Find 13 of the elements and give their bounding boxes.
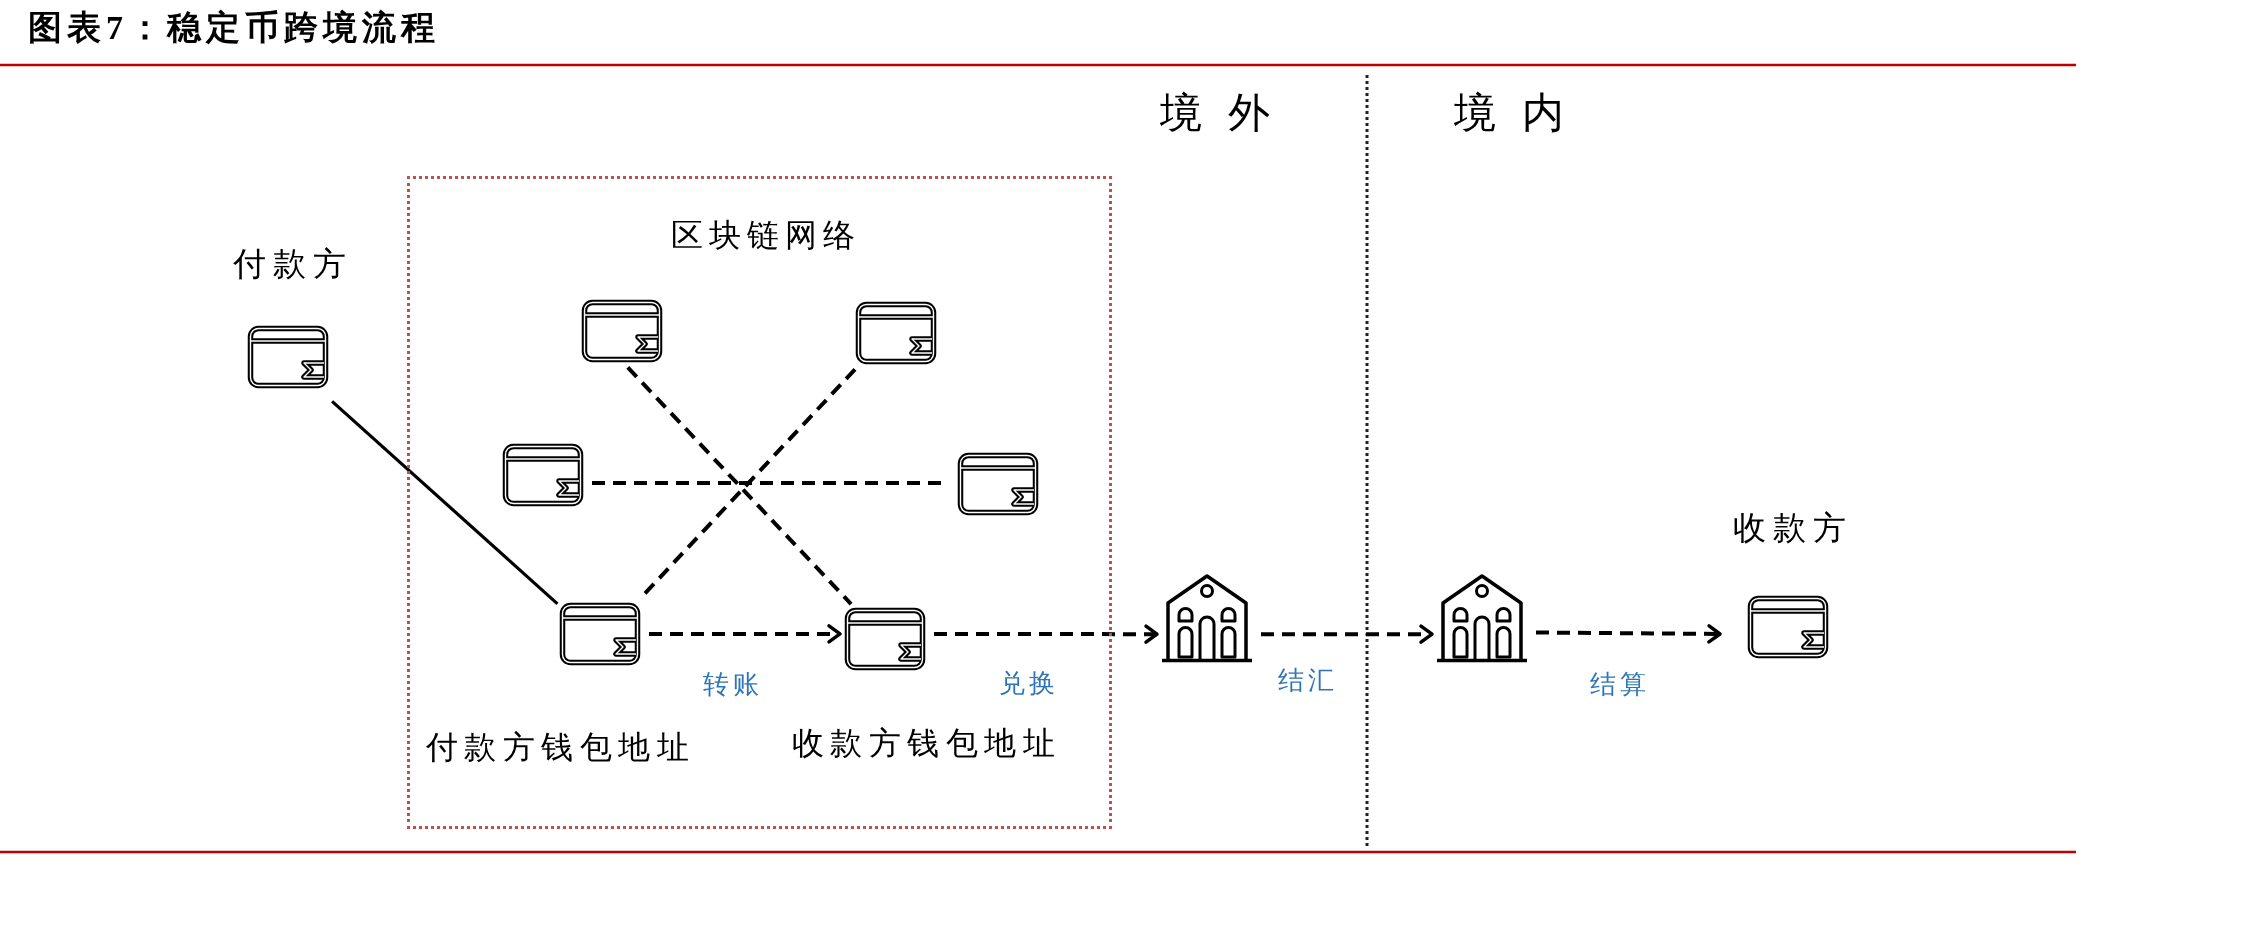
region-label: 境 内 — [1452, 89, 1573, 138]
solid-line — [331, 400, 559, 606]
wallet-caption: 收款方钱包地址 — [790, 725, 1061, 762]
dashed-arrow — [934, 624, 1159, 644]
group-title: 区块链网络 — [671, 217, 861, 254]
wallet-caption: 付款方钱包地址 — [424, 729, 695, 766]
dashed-arrow — [649, 624, 842, 644]
region-label: 境 外 — [1158, 89, 1279, 138]
party-label: 收款方 — [1731, 510, 1854, 548]
dashed-arrow — [1536, 624, 1722, 644]
party-label: 付款方 — [231, 246, 354, 284]
dashed-arrow — [1261, 624, 1434, 644]
figure-title: 图表7：稳定币跨境流程 — [28, 8, 440, 48]
